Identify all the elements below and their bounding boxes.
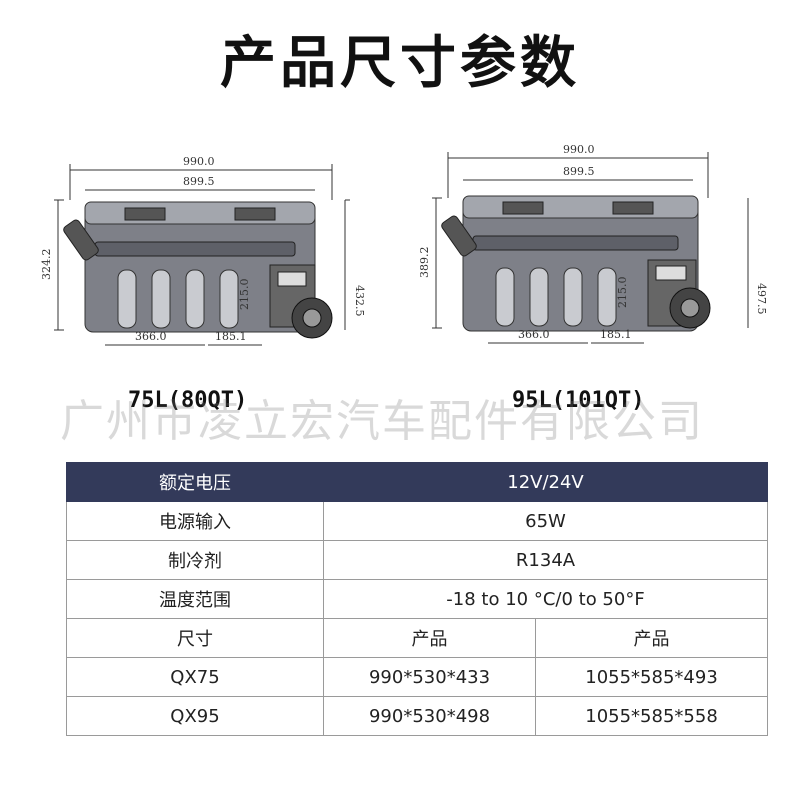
svg-text:389.2: 389.2: [418, 247, 431, 279]
spec-value: 12V/24V: [323, 462, 768, 502]
svg-text:432.5: 432.5: [353, 285, 366, 317]
svg-text:366.0: 366.0: [518, 328, 550, 341]
table-row: 尺寸 产品 产品: [66, 618, 768, 658]
size-col2: 1055*585*558: [535, 696, 768, 736]
spec-value: 65W: [323, 501, 768, 541]
model-label-75l: 75L(80QT): [128, 388, 248, 413]
table-row: 温度范围 -18 to 10 °C/0 to 50°F: [66, 579, 768, 619]
model-label-95l: 95L(101QT): [512, 388, 645, 413]
table-row: 额定电压 12V/24V: [66, 462, 768, 502]
svg-text:990.0: 990.0: [563, 143, 595, 156]
drawing-95l: 990.0 899.5 389.2 497.5 215.0 366.0 185.…: [408, 138, 768, 358]
size-header-label: 尺寸: [66, 618, 324, 658]
spec-label: 温度范围: [66, 579, 324, 619]
spec-value: -18 to 10 °C/0 to 50°F: [323, 579, 768, 619]
svg-text:215.0: 215.0: [616, 277, 629, 309]
svg-text:324.2: 324.2: [40, 249, 53, 281]
size-col1: 990*530*433: [322, 657, 537, 697]
svg-text:899.5: 899.5: [183, 175, 215, 188]
size-header-col1: 产品: [322, 618, 537, 658]
spec-label: 制冷剂: [66, 540, 324, 580]
table-row: 电源输入 65W: [66, 501, 768, 541]
size-col1: 990*530*498: [322, 696, 537, 736]
size-col2: 1055*585*493: [535, 657, 768, 697]
size-model: QX95: [66, 696, 324, 736]
svg-text:990.0: 990.0: [183, 155, 215, 168]
table-row: 制冷剂 R134A: [66, 540, 768, 580]
svg-text:899.5: 899.5: [563, 165, 595, 178]
svg-text:185.1: 185.1: [215, 330, 247, 343]
table-row: QX75 990*530*433 1055*585*493: [66, 657, 768, 697]
svg-text:497.5: 497.5: [755, 283, 768, 315]
drawing-75l: 990.0 899.5 324.2 432.5 215.0 366.0 185.…: [40, 140, 370, 360]
spec-value: R134A: [323, 540, 768, 580]
svg-text:366.0: 366.0: [135, 330, 167, 343]
size-model: QX75: [66, 657, 324, 697]
page-title: 产品尺寸参数: [220, 31, 580, 96]
size-header-col2: 产品: [535, 618, 768, 658]
spec-table: 额定电压 12V/24V 电源输入 65W 制冷剂 R134A 温度范围 -18…: [66, 462, 768, 736]
table-row: QX95 990*530*498 1055*585*558: [66, 696, 768, 736]
spec-label: 电源输入: [66, 501, 324, 541]
svg-text:185.1: 185.1: [600, 328, 632, 341]
spec-label: 额定电压: [66, 462, 324, 502]
svg-text:215.0: 215.0: [238, 279, 251, 311]
